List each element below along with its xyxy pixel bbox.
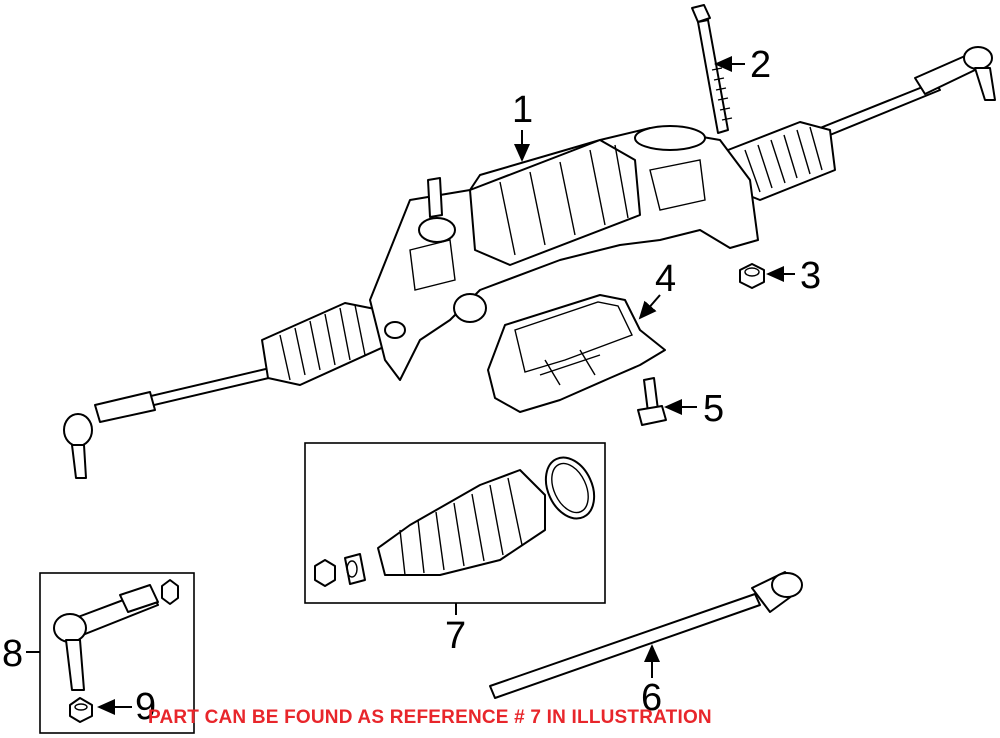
callout-1: 1 bbox=[512, 89, 533, 131]
inner-tie-rod-part-6 bbox=[489, 571, 803, 699]
control-module-part-4 bbox=[487, 294, 666, 413]
reference-note: PART CAN BE FOUND AS REFERENCE # 7 IN IL… bbox=[148, 707, 712, 728]
nut-part-3 bbox=[739, 263, 765, 289]
callout-4: 4 bbox=[655, 258, 676, 300]
rack-and-pinion-assembly bbox=[63, 46, 996, 479]
callout-7: 7 bbox=[445, 615, 466, 657]
bolt-part-5 bbox=[637, 377, 667, 426]
leader-line-4 bbox=[638, 294, 661, 320]
nut-part-9 bbox=[69, 697, 93, 723]
callout-6: 6 bbox=[641, 677, 662, 719]
boot-kit-part-7 bbox=[314, 456, 596, 587]
callout-5: 5 bbox=[703, 388, 724, 430]
bolt-part-2 bbox=[691, 4, 733, 134]
outer-tie-rod-end-part-8 bbox=[53, 579, 179, 691]
callout-2: 2 bbox=[750, 44, 771, 86]
callout-3: 3 bbox=[800, 255, 821, 297]
callout-9: 9 bbox=[135, 686, 156, 728]
callout-8: 8 bbox=[2, 633, 23, 675]
